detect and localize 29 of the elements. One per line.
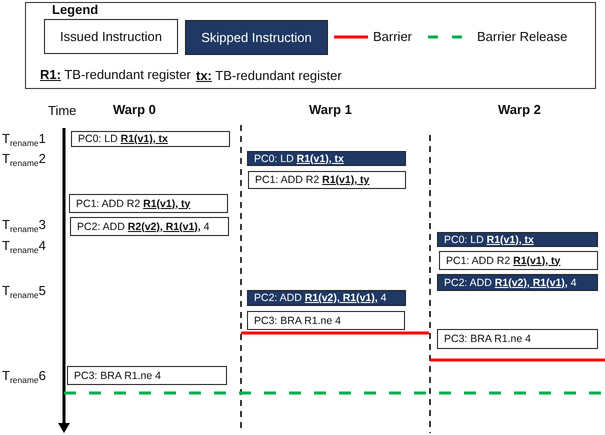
legend-note: R1: TB-redundant register: [40, 67, 191, 82]
column-heading: Warp 2: [498, 102, 541, 117]
issued-instruction-box: PC1: ADD R2 R1(v1), ty: [439, 251, 598, 270]
column-heading: Warp 1: [309, 102, 352, 117]
skipped-instruction-box: PC2: ADD R1(v2), R1(v1), 4: [247, 290, 406, 306]
skipped-instruction-box: PC0: LD R1(v1), tx: [247, 151, 406, 166]
legend-swatch: Issued Instruction: [44, 19, 178, 54]
column-heading: Warp 0: [113, 102, 156, 117]
legend-note: tx: TB-redundant register: [196, 68, 342, 83]
legend-swatch: Skipped Instruction: [185, 20, 328, 55]
time-label: T$_{rename}$3: [2, 217, 46, 234]
skipped-instruction-box: PC0: LD R1(v1), tx: [437, 232, 598, 247]
issued-instruction-box: PC1: ADD R2 R1(v1), ty: [69, 194, 228, 213]
issued-instruction-box: PC3: BRA R1.ne 4: [437, 329, 598, 349]
issued-instruction-box: PC1: ADD R2 R1(v1), ty: [248, 171, 406, 189]
time-label: T$_{rename}$2: [2, 151, 46, 168]
time-label: T$_{rename}$4: [2, 238, 46, 255]
time-label: T$_{rename}$5: [2, 283, 46, 300]
issued-instruction-box: PC2: ADD R2(v2), R1(v1), 4: [70, 217, 229, 236]
axis-title: Time: [48, 103, 76, 118]
legend-label: Barrier Release: [477, 29, 568, 44]
issued-instruction-box: PC3: BRA R1.ne 4: [67, 366, 227, 385]
legend-label: Barrier: [373, 29, 412, 44]
issued-instruction-box: PC0: LD R1(v1), tx: [71, 131, 230, 147]
skipped-instruction-box: PC2: ADD R1(v2), R1(v1), 4: [437, 274, 598, 291]
time-label: T$_{rename}$6: [2, 368, 46, 385]
legend-heading: Legend: [52, 2, 98, 17]
time-label: T$_{rename}$1: [2, 131, 46, 148]
issued-instruction-box: PC3: BRA R1.ne 4: [247, 311, 405, 330]
